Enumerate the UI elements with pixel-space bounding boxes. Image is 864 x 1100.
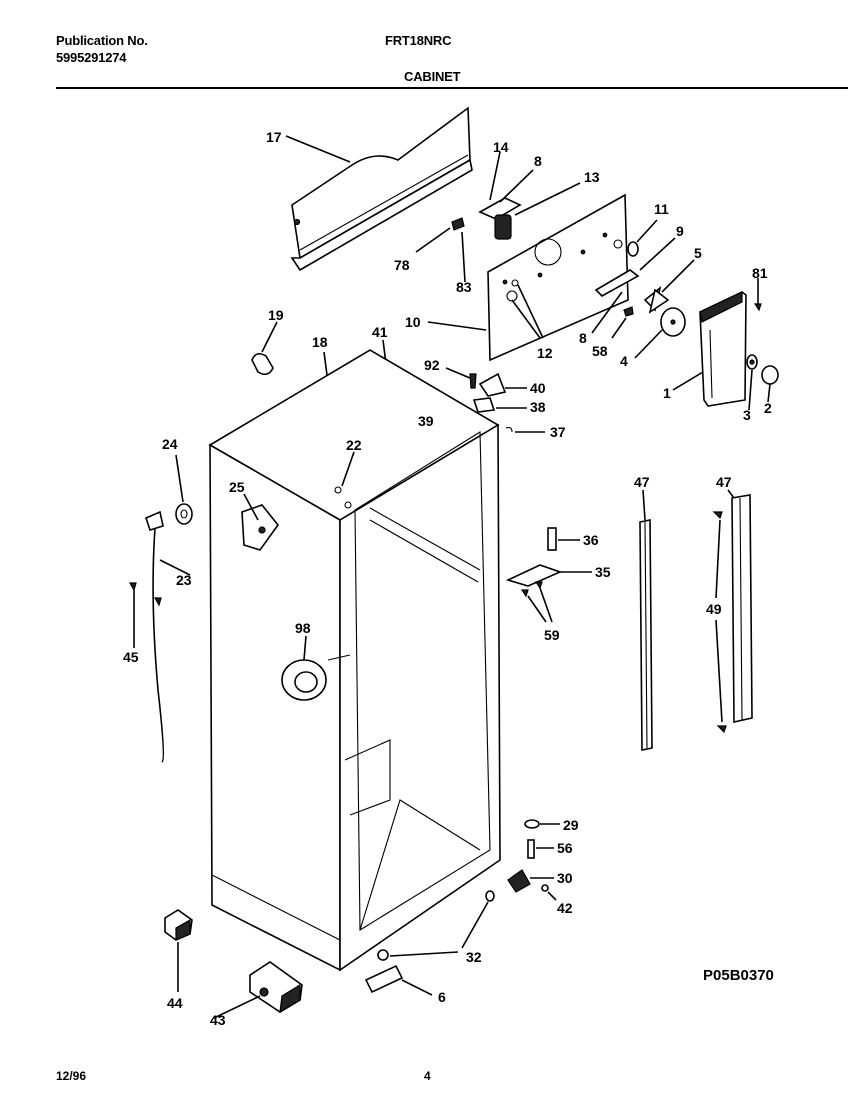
callout-8: 8 xyxy=(534,153,542,169)
cabinet-body-part xyxy=(208,349,501,972)
callout-44: 44 xyxy=(167,995,183,1011)
callout-4: 4 xyxy=(620,353,628,369)
callout-19: 19 xyxy=(268,307,284,323)
callout-56: 56 xyxy=(557,840,573,856)
callout-12: 12 xyxy=(537,345,553,361)
fan-assembly-part xyxy=(591,219,695,359)
fan-shroud-part xyxy=(672,278,779,411)
callout-83: 83 xyxy=(456,279,472,295)
door-seal-strips xyxy=(639,489,753,751)
callout-49: 49 xyxy=(706,601,722,617)
callout-43: 43 xyxy=(210,1012,226,1028)
callout-29: 29 xyxy=(563,817,579,833)
header-rule xyxy=(56,87,848,89)
publication-number: 5995291274 xyxy=(56,50,127,65)
callout-98: 98 xyxy=(295,620,311,636)
evaporator-cover-part xyxy=(427,193,629,362)
page-number: 4 xyxy=(424,1069,431,1083)
callout-36: 36 xyxy=(583,532,599,548)
callout-47a: 47 xyxy=(634,474,650,490)
footer-date: 12/96 xyxy=(56,1069,87,1083)
lower-hinge-part xyxy=(507,819,560,901)
control-bracket-part xyxy=(415,151,581,283)
callout-22: 22 xyxy=(346,437,362,453)
callout-37: 37 xyxy=(550,424,566,440)
roller-assembly-part xyxy=(213,961,303,1019)
callout-32: 32 xyxy=(466,949,482,965)
upper-hinge-part xyxy=(439,367,545,433)
callout-6: 6 xyxy=(438,989,446,1005)
callout-92: 92 xyxy=(424,357,440,373)
leveling-leg-part xyxy=(164,909,193,992)
callout-38: 38 xyxy=(530,399,546,415)
callout-78: 78 xyxy=(394,257,410,273)
callout-11: 11 xyxy=(654,201,669,217)
callout-40: 40 xyxy=(530,380,546,396)
callout-labels: 17 14 8 13 11 9 5 81 78 83 10 12 8 58 4 … xyxy=(123,129,772,1028)
callout-30: 30 xyxy=(557,870,573,886)
callout-39: 39 xyxy=(418,413,434,429)
callout-23: 23 xyxy=(176,572,192,588)
callout-13: 13 xyxy=(584,169,600,185)
callout-47b: 47 xyxy=(716,474,732,490)
callout-25: 25 xyxy=(229,479,245,495)
callout-3: 3 xyxy=(743,407,751,423)
light-bulb-part xyxy=(251,321,278,376)
side-tubing-parts xyxy=(128,454,193,763)
publication-label: Publication No. xyxy=(56,33,148,48)
callout-2: 2 xyxy=(764,400,772,416)
drain-gasket-part xyxy=(281,635,351,701)
callout-45: 45 xyxy=(123,649,139,665)
plug-button-parts xyxy=(377,890,495,961)
model-number: FRT18NRC xyxy=(385,33,452,48)
callout-17: 17 xyxy=(266,129,282,145)
callout-8b: 8 xyxy=(579,330,587,346)
callout-14: 14 xyxy=(493,139,509,155)
callout-58: 58 xyxy=(592,343,608,359)
callout-35: 35 xyxy=(595,564,611,580)
callout-1: 1 xyxy=(663,385,671,401)
callout-41: 41 xyxy=(372,324,388,340)
top-cover-part xyxy=(285,106,473,272)
center-hinge-part xyxy=(505,527,592,623)
callout-10: 10 xyxy=(405,314,421,330)
side-bracket-part xyxy=(241,493,280,551)
callout-5: 5 xyxy=(694,245,702,261)
grille-part xyxy=(364,964,433,996)
section-title: CABINET xyxy=(404,69,461,84)
callout-9: 9 xyxy=(676,223,684,239)
callout-42: 42 xyxy=(557,900,573,916)
callout-59: 59 xyxy=(544,627,560,643)
callout-81: 81 xyxy=(752,265,768,281)
callout-24: 24 xyxy=(162,436,178,452)
callout-18: 18 xyxy=(312,334,328,350)
diagram-code: P05B0370 xyxy=(703,967,774,984)
